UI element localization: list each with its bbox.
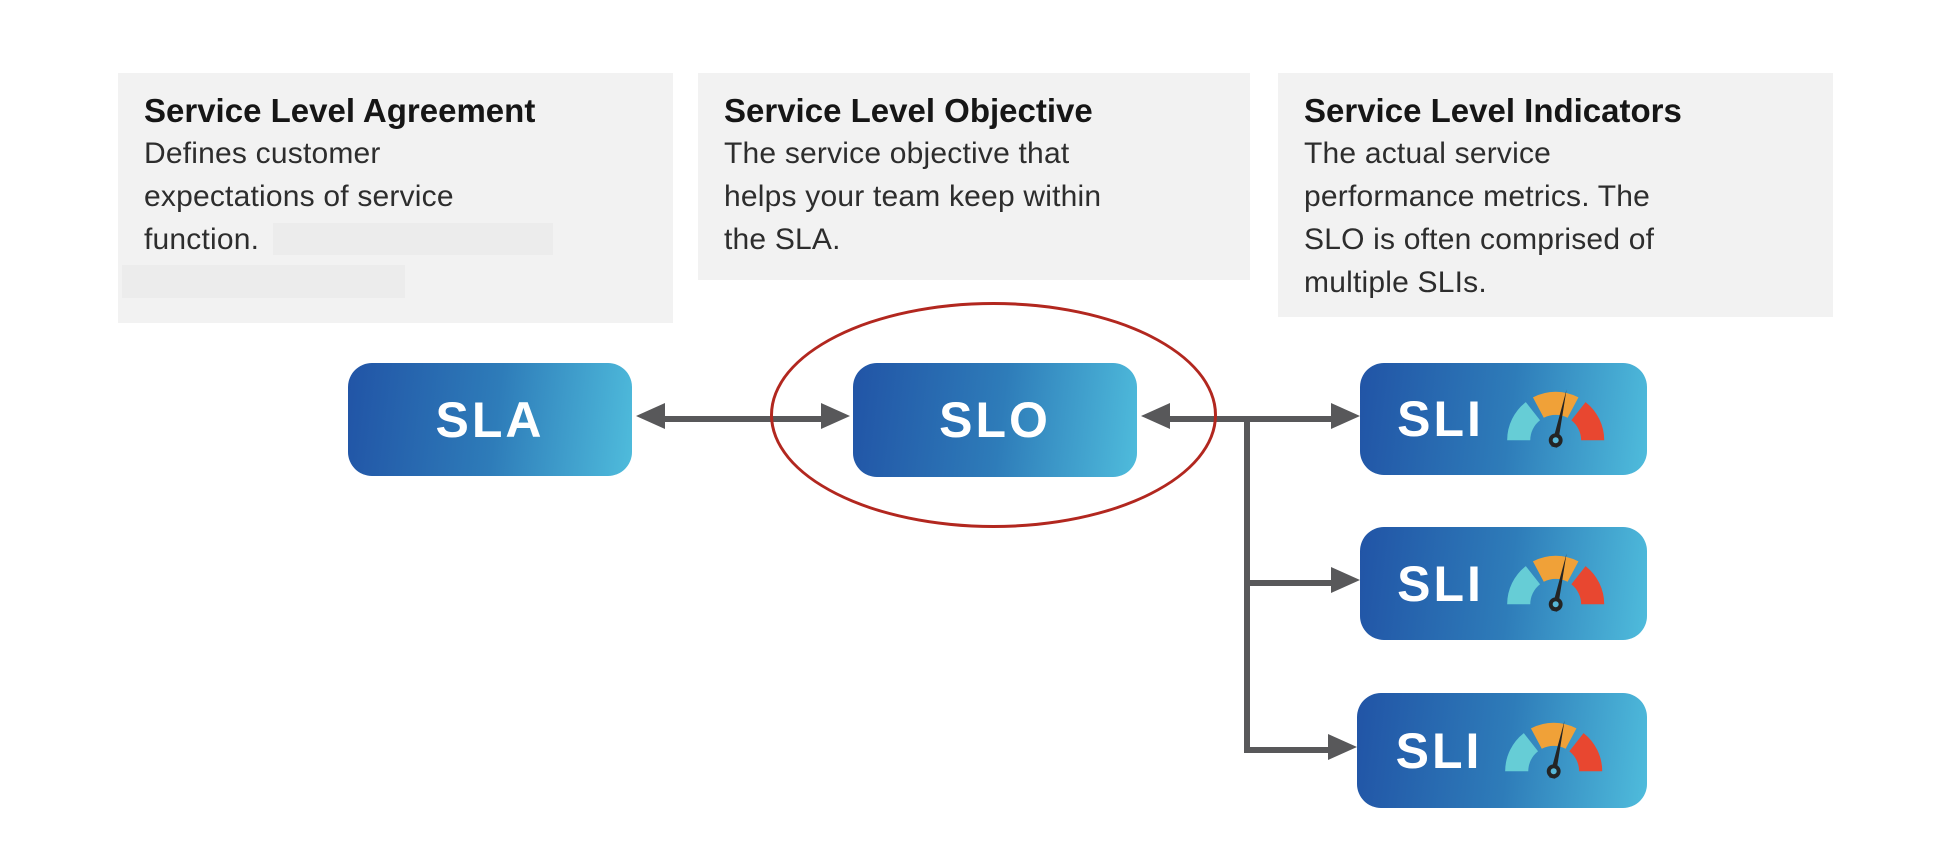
info-card-slo: Service Level Objective The service obje… [698, 73, 1250, 280]
redacted-text-placeholder [122, 265, 405, 298]
gauge-icon [1507, 388, 1605, 448]
arrowhead-left-icon [636, 403, 665, 429]
node-sli-3: SLI [1357, 693, 1647, 808]
card-title-sli: Service Level Indicators [1304, 92, 1682, 129]
gauge-icon [1507, 553, 1605, 612]
info-card-sli: Service Level Indicators The actual serv… [1278, 73, 1833, 317]
redacted-text-placeholder [273, 223, 553, 255]
node-sla-label: SLA [435, 391, 545, 448]
highlight-ellipse [770, 302, 1217, 528]
node-sli-1: SLI [1360, 363, 1647, 475]
node-sli-label: SLI [1395, 722, 1483, 779]
arrowhead-right-icon [1331, 567, 1360, 593]
arrowhead-right-icon [1331, 403, 1360, 429]
card-title-sla: Service Level Agreement [144, 92, 536, 129]
arrowhead-right-icon [1328, 734, 1357, 760]
gauge-icon [1505, 720, 1603, 779]
node-sli-2: SLI [1360, 527, 1647, 640]
card-title-slo: Service Level Objective [724, 92, 1093, 129]
info-card-sla: Service Level Agreement Defines customer… [118, 73, 673, 323]
node-sli-label: SLI [1397, 555, 1484, 612]
node-sli-label: SLI [1397, 391, 1484, 447]
card-body-sli: The actual service performance metrics. … [1304, 137, 1655, 299]
card-body-sla: Defines customer expectations of service… [144, 137, 454, 256]
node-sla: SLA [348, 363, 632, 476]
card-body-slo: The service objective that helps your te… [724, 137, 1102, 256]
